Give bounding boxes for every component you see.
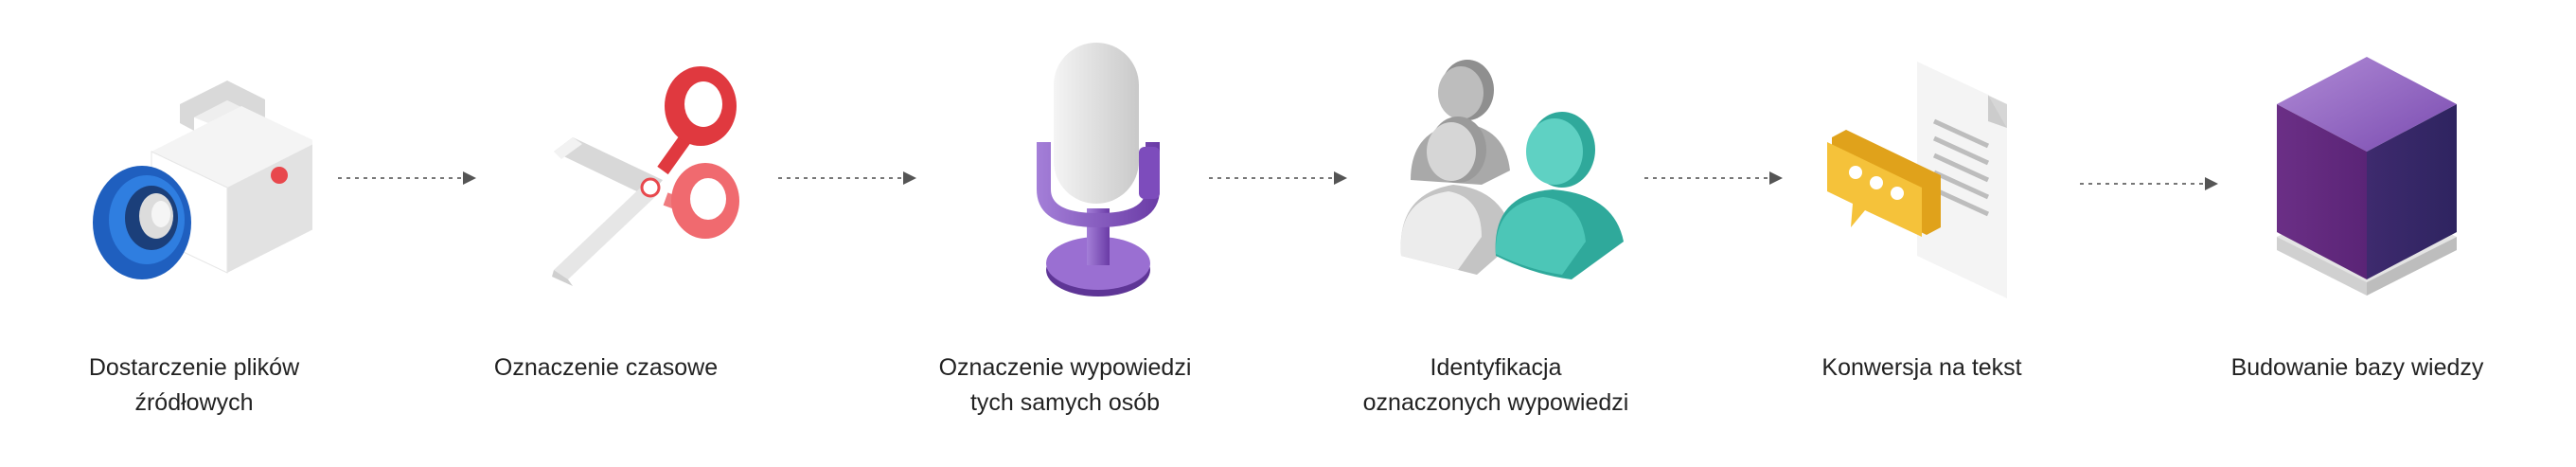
cube-icon [2263, 38, 2509, 313]
step-label: Konwersja na tekst [1821, 354, 2022, 381]
step-label: Budowanie bazy wiedzy [2230, 354, 2484, 381]
flow-arrow [2078, 174, 2220, 193]
step-label: Oznaczenie wypowiedzi tych samych osób [938, 354, 1192, 416]
flow-arrow [336, 169, 478, 188]
video-camera-icon [66, 38, 312, 313]
flow-arrow [1643, 169, 1785, 188]
step-label: Dostarczenie plików źródłowych [88, 354, 300, 416]
people-icon [1392, 38, 1638, 313]
step-label: Oznaczenie czasowe [493, 354, 719, 381]
flow-arrow [1207, 169, 1349, 188]
microphone-icon [980, 38, 1226, 313]
scissors-icon [525, 38, 772, 313]
step-label: Identyfikacja oznaczonych wypowiedzi [1362, 354, 1629, 416]
document-chat-icon [1822, 38, 2069, 313]
flow-arrow [776, 169, 918, 188]
